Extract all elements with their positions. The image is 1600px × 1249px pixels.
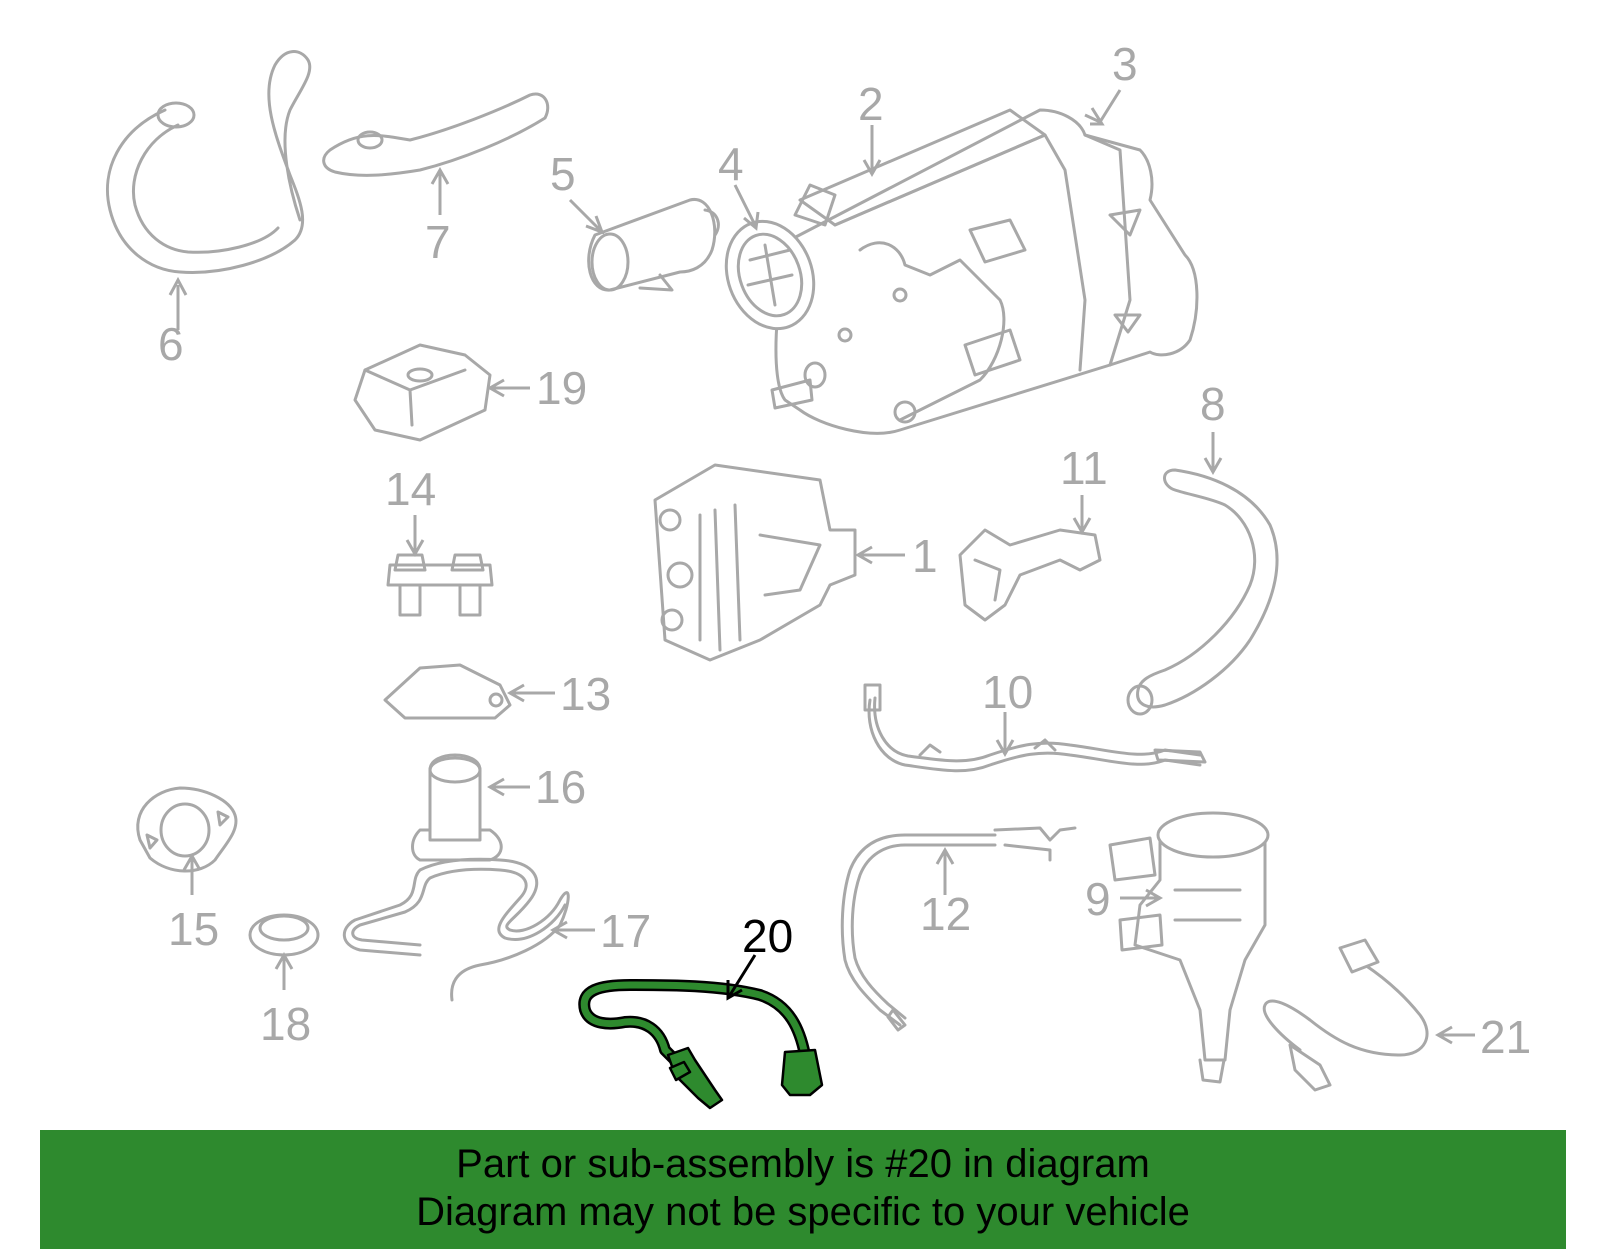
part-11-bracket[interactable] — [958, 528, 1102, 622]
part-12-line[interactable] — [840, 826, 1077, 1032]
callout-21: 21 — [1480, 1011, 1531, 1063]
callout-15: 15 — [168, 903, 219, 955]
callout-14: 14 — [385, 463, 436, 515]
part-12-leader — [935, 846, 955, 895]
part-20-oxygen-sensor[interactable] — [578, 979, 824, 1110]
callout-20: 20 — [742, 910, 793, 962]
part-14-bolts[interactable] — [386, 553, 494, 617]
callout-13: 13 — [560, 668, 611, 720]
banner-line-1: Part or sub-assembly is #20 in diagram — [456, 1142, 1150, 1186]
part-15-flange[interactable] — [136, 786, 238, 873]
part-8-leader — [1203, 432, 1223, 476]
callout-12: 12 — [920, 888, 971, 940]
part-19-leader — [486, 378, 530, 398]
part-16-leader — [486, 777, 530, 797]
callout-16: 16 — [535, 761, 586, 813]
part-3-leader — [1084, 89, 1122, 126]
part-1-leader — [854, 545, 905, 565]
callout-2: 2 — [858, 78, 884, 130]
callout-9: 9 — [1085, 873, 1111, 925]
part-10-harness[interactable] — [863, 683, 1207, 773]
callout-17: 17 — [600, 905, 651, 957]
part-15-leader — [182, 852, 202, 895]
callout-11: 11 — [1060, 442, 1108, 494]
part-19-module[interactable] — [353, 343, 492, 442]
part-21-leader — [1434, 1025, 1475, 1045]
part-14-leader — [405, 515, 425, 558]
part-8-hose[interactable] — [1126, 468, 1279, 716]
part-2-canister-assembly[interactable] — [770, 108, 1199, 435]
part-17-tube[interactable] — [342, 857, 570, 1002]
callout-5: 5 — [550, 148, 576, 200]
part-17-leader — [549, 920, 595, 940]
info-banner: Part or sub-assembly is #20 in diagram D… — [40, 1130, 1566, 1249]
part-6-leader — [168, 276, 188, 330]
callout-19: 19 — [536, 362, 587, 414]
part-16-grommet[interactable] — [411, 753, 503, 862]
part-21-sensor[interactable] — [1262, 938, 1429, 1092]
callout-3: 3 — [1112, 38, 1138, 90]
part-13-leader — [506, 683, 555, 703]
part-18-plug[interactable] — [248, 913, 320, 957]
part-7-leader — [430, 166, 450, 215]
parts-diagram: 6 7 5 4 2 3 — [105, 38, 1531, 1110]
callout-1: 1 — [912, 530, 938, 582]
part-20-leader — [726, 954, 757, 1001]
banner-line-2: Diagram may not be specific to your vehi… — [416, 1190, 1190, 1234]
part-5-leader — [568, 198, 605, 235]
callout-8: 8 — [1200, 378, 1226, 430]
callout-10: 10 — [982, 666, 1033, 718]
part-7-hose[interactable] — [322, 92, 550, 177]
callout-4: 4 — [718, 138, 744, 190]
part-2-leader — [862, 125, 882, 178]
callout-18: 18 — [260, 998, 311, 1050]
callout-7: 7 — [425, 216, 451, 268]
part-5-filter[interactable] — [587, 198, 720, 292]
part-18-leader — [274, 951, 294, 990]
part-9-pump[interactable] — [1108, 811, 1270, 1084]
part-11-leader — [1072, 495, 1092, 536]
part-9-leader — [1120, 888, 1164, 908]
part-10-leader — [995, 712, 1015, 758]
part-6-hose[interactable] — [105, 50, 312, 274]
callout-6: 6 — [158, 318, 184, 370]
part-13-gasket[interactable] — [383, 663, 512, 720]
part-4-leader — [733, 184, 760, 231]
part-1-canister[interactable] — [653, 463, 857, 662]
